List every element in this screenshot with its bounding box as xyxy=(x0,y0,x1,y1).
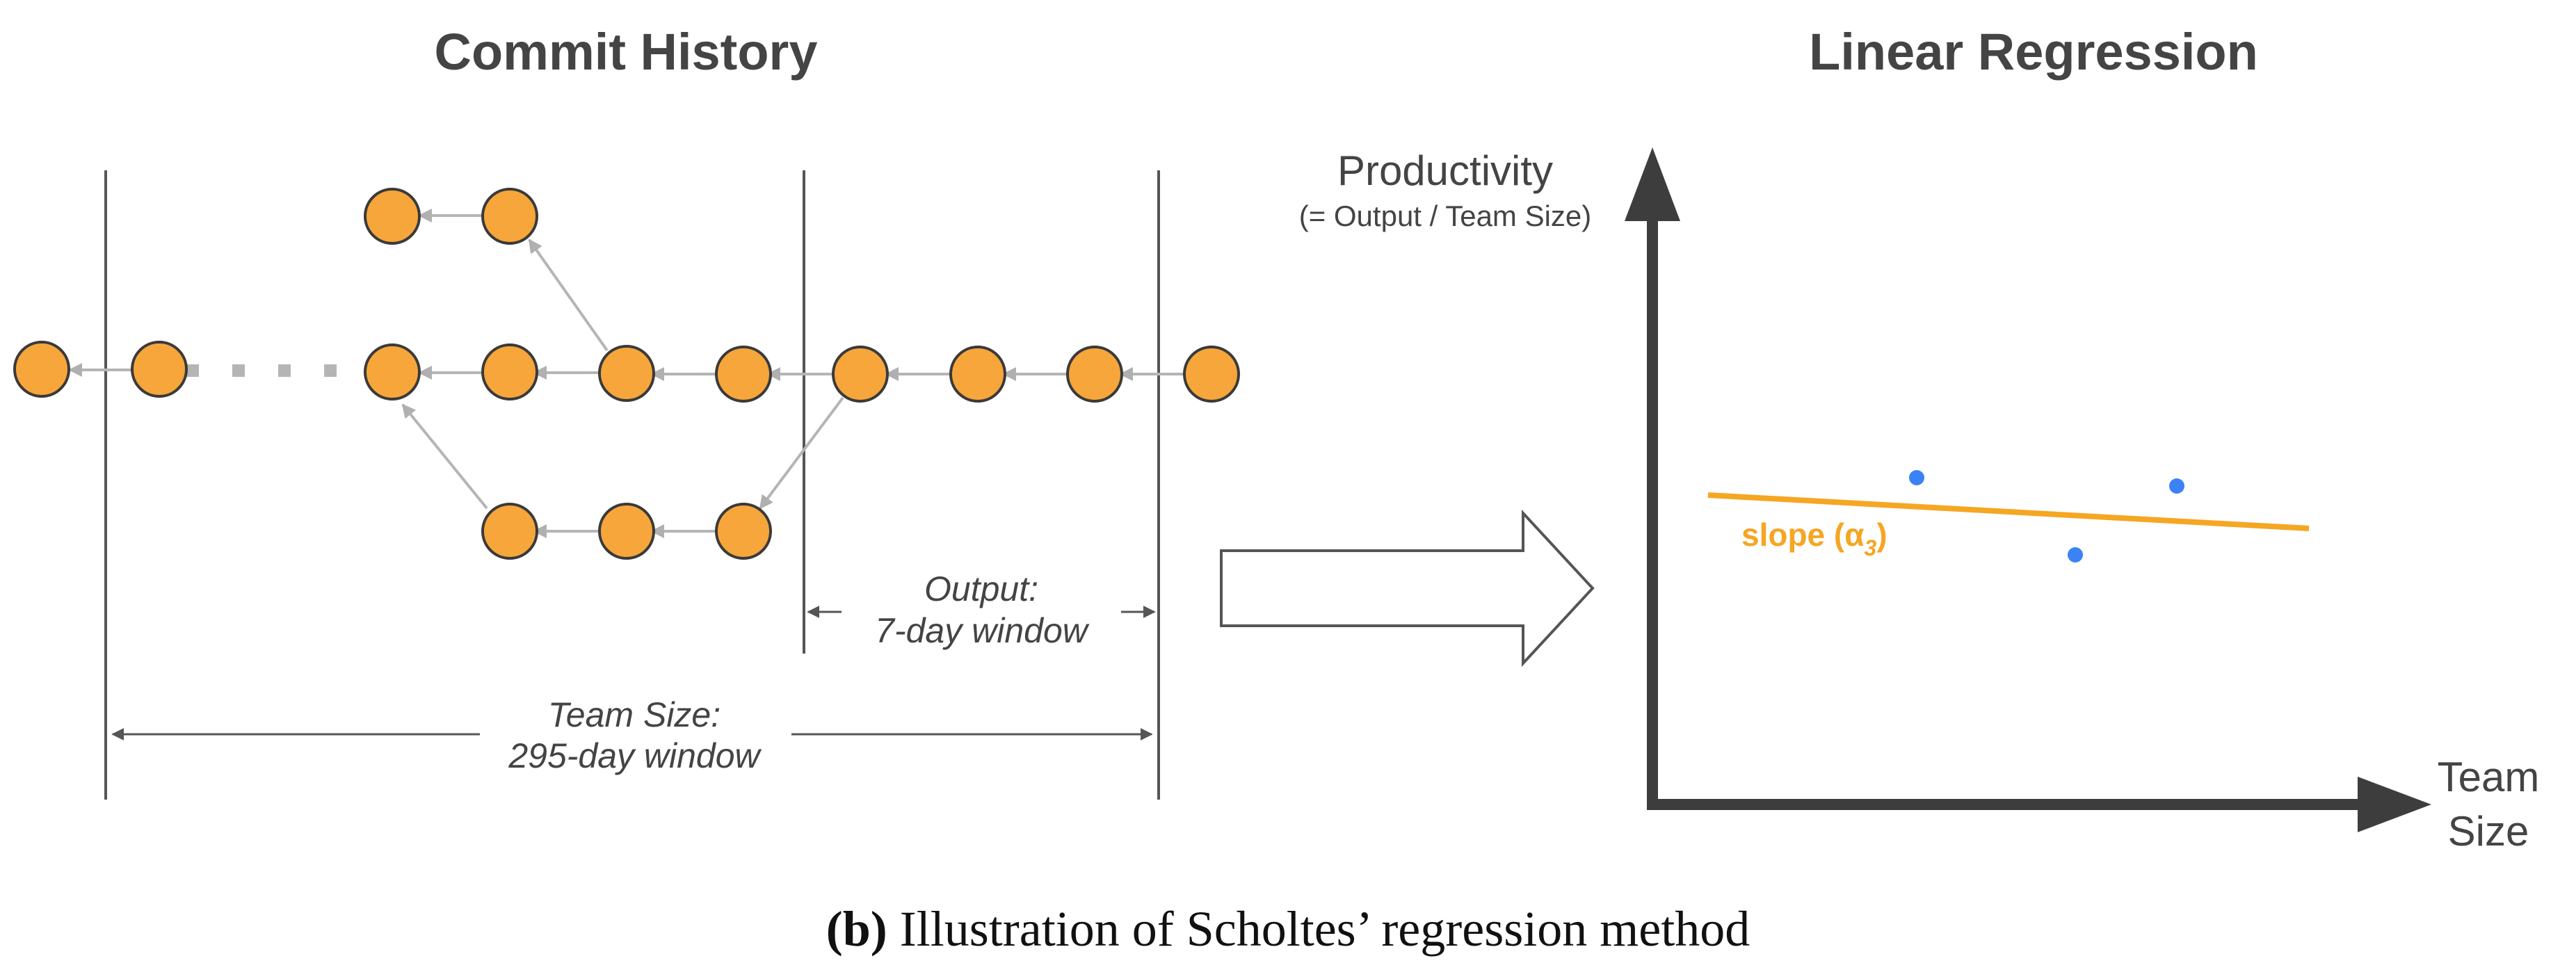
x-axis-title-line-2: Size xyxy=(2448,808,2529,855)
ellipsis-dot xyxy=(278,364,291,377)
commit-node xyxy=(598,503,655,560)
commit-edge xyxy=(528,238,609,352)
data-point xyxy=(2169,478,2184,494)
commit-node xyxy=(832,346,889,403)
commit-node xyxy=(715,503,772,560)
figure-caption: (b) Illustration of Scholtes’ regression… xyxy=(826,901,1750,957)
commit-node xyxy=(481,503,538,560)
linear-regression-title: Linear Regression xyxy=(1809,23,2258,81)
ellipsis-dot xyxy=(232,364,245,377)
ellipsis-dot xyxy=(186,364,199,377)
commit-edges xyxy=(68,209,1184,538)
commit-node xyxy=(715,346,772,403)
commit-nodes xyxy=(13,188,1240,560)
commit-node xyxy=(1183,346,1240,403)
y-axis-arrowhead-icon xyxy=(1625,147,1680,221)
commit-node xyxy=(481,343,538,400)
x-axis-arrowhead-icon xyxy=(2358,777,2431,832)
caption-text: Illustration of Scholtes’ regression met… xyxy=(887,901,1750,957)
x-axis-title-line-1: Team xyxy=(2438,754,2540,800)
regression-line xyxy=(1707,492,2310,531)
team-window-label-2: 295-day window xyxy=(508,736,762,775)
commit-node xyxy=(949,346,1006,403)
ellipsis-dot xyxy=(324,364,337,377)
transition-arrow-icon xyxy=(1220,509,1595,668)
output-window-label-1: Output: xyxy=(924,569,1038,608)
commit-node xyxy=(364,188,421,245)
ellipsis-dots xyxy=(186,364,337,377)
slope-label-close: ) xyxy=(1876,517,1887,553)
data-point xyxy=(2068,547,2083,563)
commit-node xyxy=(13,341,70,398)
commit-edge xyxy=(759,396,844,510)
slope-label: slope (α3) xyxy=(1741,517,1887,560)
commit-node xyxy=(364,343,421,400)
commit-node xyxy=(1066,346,1123,403)
commit-node xyxy=(131,341,188,398)
data-point xyxy=(1909,470,1924,485)
commit-edge xyxy=(401,403,488,510)
regression-axes xyxy=(1625,147,2431,832)
slope-label-subscript: 3 xyxy=(1865,535,1877,560)
commit-history-title: Commit History xyxy=(435,23,818,81)
y-axis-subtitle: (= Output / Team Size) xyxy=(1299,200,1592,232)
output-window-label-2: 7-day window xyxy=(875,611,1090,650)
y-axis-title: Productivity xyxy=(1337,147,1553,194)
caption-label: (b) xyxy=(826,901,887,957)
commit-node xyxy=(598,345,655,402)
slope-label-text: slope (α xyxy=(1741,517,1865,553)
commit-node xyxy=(481,188,538,245)
team-window-label-1: Team Size: xyxy=(548,695,721,734)
